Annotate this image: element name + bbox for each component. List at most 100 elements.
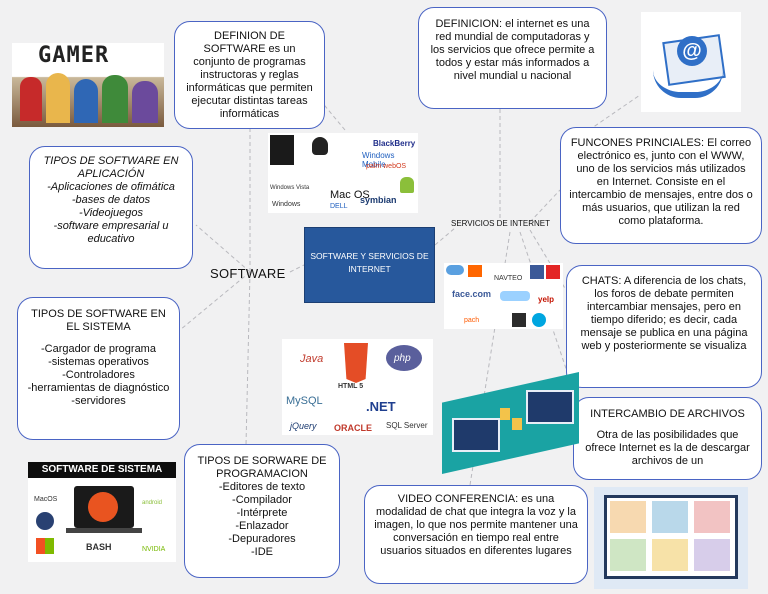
programming-software-node: TIPOS DE SORWARE DE PROGRAMACION -Editor… [184,444,340,578]
application-software-item: -software empresarial u educativo [53,220,169,245]
system-software-banner-title: SOFTWARE DE SISTEMA [28,462,176,478]
system-software-banner: SOFTWARE DE SISTEMA MacOS android BASH N… [28,462,176,562]
android-icon [400,177,414,193]
dotnet-logo: .NET [366,399,396,414]
participant-tile [610,539,646,571]
video-conference-text: VIDEO CONFERENCIA: es una modalidad de c… [374,493,578,557]
programming-software-item: -Depuradores [228,533,296,545]
fedora-icon [36,512,54,530]
system-software-item: -herramientas de diagnóstico [27,382,170,394]
file-exchange-node: INTERCAMBIO DE ARCHIVOS Otra de las posi… [573,397,762,480]
participant-tile [652,539,688,571]
at-sign-icon: @ [677,36,707,66]
chats-text: CHATS: A diferencia de los chats, los fo… [580,275,748,352]
system-software-item: -Cargador de programa [41,343,156,355]
participant-tile [610,501,646,533]
file-icon [500,408,510,420]
oracle-logo: ORACLE [334,423,372,433]
software-branch-label: SOFTWARE [210,266,286,281]
central-topic-text: SOFTWARE Y SERVICIOS DE INTERNET [310,251,429,274]
windows-vista-logo: Windows Vista [270,185,310,191]
character-shape [46,73,70,123]
java-logo: Java [300,353,324,365]
file-transfer-image [442,372,579,474]
system-software-item: -servidores [71,395,126,407]
programming-software-item: -Intérprete [236,507,288,519]
laptop-right-icon [526,390,574,424]
mac-os-logo: Mac OS [330,189,370,201]
swoosh-icon [653,70,723,98]
software-definition-node: DEFINION DE SOFTWARE es un conjunto de p… [174,21,325,129]
social-logos-image: NAVTEO face.com yelp pach [444,263,563,329]
terminal-icon [270,135,294,165]
html5-logo: HTML 5 [338,383,364,390]
nvidia-logo: NVIDIA [142,546,166,553]
blackberry-logo: BlackBerry [373,139,416,148]
face-logo: face.com [452,289,492,299]
palm-webos-logo: palm webOS [366,163,407,170]
mysql-logo: MySQL [286,395,323,407]
macos-logo: MacOS [34,496,58,503]
character-shape [74,79,98,123]
email-icon-image: @ [641,12,741,112]
application-software-item: -Videojuegos [78,207,143,219]
php-logo: php [394,353,411,364]
gamer-image: GAMER [12,43,164,127]
windows-icon [36,538,54,554]
programming-software-item: -Enlazador [235,520,289,532]
html5-shield-icon [344,343,368,383]
email-node: FUNCONES PRINCIALES: El correo electróni… [560,127,762,244]
software-definition-text: DEFINION DE SOFTWARE es un conjunto de p… [186,30,313,120]
system-software-item: -Controladores [62,369,135,381]
php-elephant-icon [386,345,422,371]
gamer-title: GAMER [38,43,110,68]
ubuntu-icon [88,492,118,522]
services-branch-label: SERVICIOS DE INTERNET [451,219,550,228]
video-call-image [594,487,748,589]
yelp-logo: yelp [538,295,555,304]
internet-definition-text: DEFINICION: el internet es una red mundi… [430,18,595,82]
participant-tile [652,501,688,533]
windows-mobile-logo: Windows Mobile [362,151,395,169]
participant-tile [694,501,730,533]
social-icon [512,313,526,327]
system-software-title: TIPOS DE SOFTWARE EN EL SISTEMA [31,308,166,333]
programming-software-item: -Editores de texto [218,481,306,493]
bash-logo: BASH [86,542,112,552]
application-software-item: -Aplicaciones de ofimática [47,181,175,193]
symbian-logo: symbian [360,195,397,205]
programming-software-title: TIPOS DE SORWARE DE PROGRAMACION [197,455,327,480]
file-exchange-text: Otra de las posibilidades que ofrece Int… [585,429,750,467]
programming-software-item: -IDE [251,546,273,558]
programming-software-item: -Compilador [232,494,292,506]
file-exchange-title: INTERCAMBIO DE ARCHIVOS [590,408,745,420]
laptop-left-icon [452,418,500,452]
system-software-node: TIPOS DE SOFTWARE EN EL SISTEMA -Cargado… [17,297,180,440]
windows-logo: Windows [272,201,301,208]
chats-node: CHATS: A diferencia de los chats, los fo… [566,265,762,388]
internet-definition-node: DEFINICION: el internet es una red mundi… [418,7,607,109]
social-icon [546,265,560,279]
participant-tile [694,539,730,571]
pach-logo: pach [464,317,480,324]
social-icon [500,291,530,301]
application-software-node: TIPOS DE SOFTWARE EN APLICACIÓN -Aplicac… [29,146,193,269]
social-icon [530,265,544,279]
social-icon [468,265,482,277]
social-icon [532,313,546,327]
navteo-logo: NAVTEO [494,275,523,282]
character-shape [20,77,42,121]
system-software-item: -sistemas operativos [48,356,149,368]
dell-logo: DELL [330,203,348,210]
jquery-logo: jQuery [290,421,317,431]
laptop-base [66,528,142,533]
character-shape [132,81,158,123]
email-text: FUNCONES PRINCIALES: El correo electróni… [569,137,753,227]
android-logo: android [142,500,163,506]
os-logos-image: BlackBerry Windows Mobile palm webOS Win… [268,133,418,213]
social-icon [446,265,464,275]
linux-tux-icon [312,137,328,155]
application-software-item: -bases de datos [71,194,151,206]
central-topic: SOFTWARE Y SERVICIOS DE INTERNET [304,227,435,303]
